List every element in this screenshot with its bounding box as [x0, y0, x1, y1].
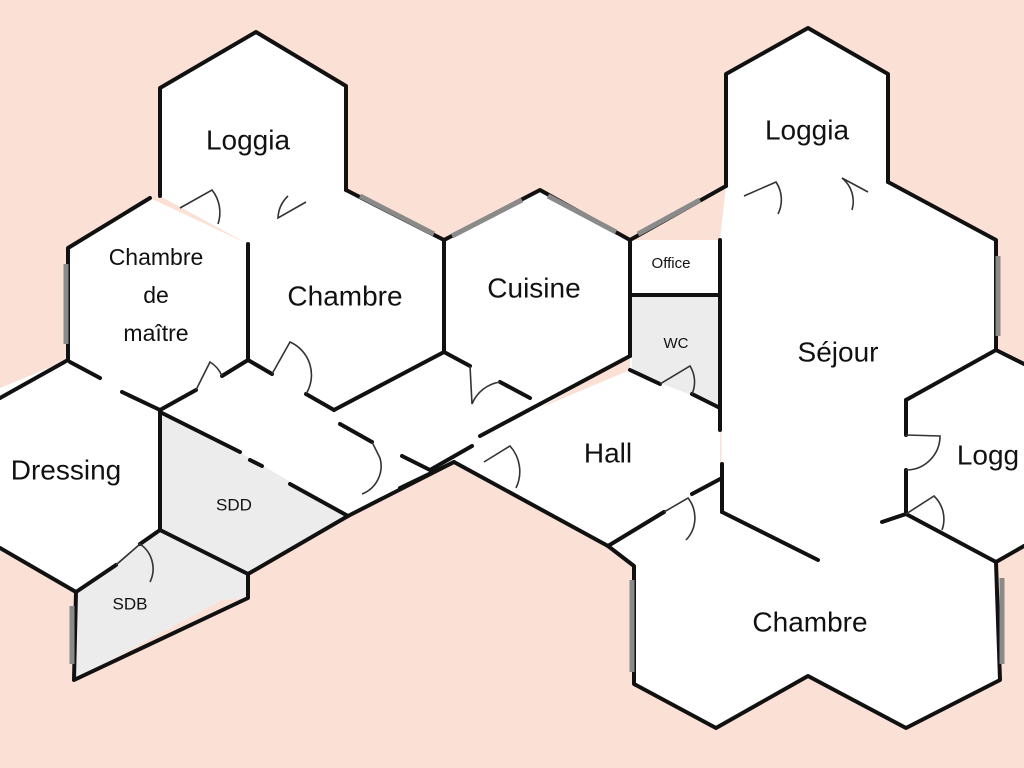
- door-loggia-side-b: [905, 494, 945, 531]
- wall-sdb-left: [138, 528, 162, 546]
- door-wc: [659, 364, 696, 395]
- wall-corridor-c: [158, 388, 198, 412]
- wall-corr-inner-b: [400, 454, 432, 472]
- door-loggia-right-b: [841, 177, 869, 211]
- cuisine-area: [444, 190, 630, 408]
- wall-hall-chambre-b: [690, 476, 724, 496]
- wall-corridor-h: [442, 350, 472, 368]
- label-loggia-right-side: Logg: [957, 439, 1019, 470]
- label-sejour: Séjour: [798, 336, 879, 367]
- door-sdb: [115, 542, 154, 583]
- wall-sdb-top: [74, 563, 118, 594]
- wall-corridor-i: [498, 380, 532, 400]
- dressing-area: [0, 360, 160, 592]
- label-cuisine: Cuisine: [487, 272, 580, 303]
- wall-loggia-side-inner: [904, 348, 998, 402]
- door-loggia-right-a: [743, 180, 783, 215]
- wall-corridor-f: [304, 392, 336, 412]
- label-office: Office: [652, 255, 691, 272]
- door-cuisine: [469, 365, 501, 405]
- wall-sejour-bottom-b: [880, 512, 908, 524]
- wall-loggia-left: [158, 30, 348, 198]
- label-hall: Hall: [584, 437, 632, 468]
- loggia-right-side-area: [906, 350, 1024, 562]
- wall-hall-chambre: [606, 510, 666, 548]
- walls: [0, 26, 1024, 730]
- door-sdd: [361, 441, 382, 495]
- chambre-bottom-area: [608, 478, 1000, 728]
- room-fills: [0, 28, 1024, 728]
- door-loggia-side-a: [905, 434, 941, 471]
- sejour-area: [720, 182, 996, 556]
- door-chambre-maitre: [195, 360, 223, 391]
- window-office: [636, 197, 702, 237]
- hall-area: [454, 408, 720, 546]
- wall-corridor-b: [120, 390, 162, 412]
- windows: [63, 193, 1005, 672]
- label-sdd: SDD: [216, 495, 252, 514]
- door-loggia-left-a: [179, 188, 221, 225]
- wall-corr-inner-c: [428, 444, 474, 472]
- door-hall: [483, 444, 521, 489]
- label-sdb: SDB: [113, 594, 148, 613]
- wall-wc-bottom: [628, 368, 662, 386]
- wall-corridor-j: [538, 354, 632, 406]
- door-hall-chambre: [663, 496, 696, 541]
- chambre-maitre-area: [68, 198, 248, 410]
- wall-loggia-side-bottom: [994, 544, 1024, 564]
- loggia-left-area: [160, 32, 346, 244]
- door-chambre-left: [271, 340, 313, 395]
- label-dressing: Dressing: [11, 454, 121, 485]
- wall-loggia-side: [994, 348, 1024, 366]
- wall-sdd-diag2: [248, 458, 264, 468]
- window-cuisine-a: [450, 197, 524, 239]
- wall-corr-inner-a: [338, 422, 374, 444]
- window-chambre-left: [358, 193, 436, 237]
- wall-hall-left: [478, 402, 542, 438]
- label-loggia-left: Loggia: [206, 124, 291, 155]
- label-chambre-maitre-line1: Chambre: [109, 244, 204, 270]
- wall-corridor-g: [332, 350, 446, 412]
- wall-corridor-d: [220, 358, 250, 378]
- wc-area: [632, 296, 720, 406]
- label-chambre-maitre-line3: maître: [123, 320, 188, 346]
- door-loggia-left-b: [277, 195, 307, 220]
- wall-dressing-outer: [0, 358, 70, 400]
- wall-corridor-a: [68, 360, 102, 380]
- wall-sdd-top: [158, 410, 242, 454]
- sdb-area: [74, 530, 248, 680]
- room-labels: Loggia Chambre de maître Chambre Cuisine…: [11, 114, 1019, 637]
- doors: [115, 177, 945, 583]
- wall-loggia-right-top: [724, 26, 890, 188]
- wall-sdd-diag: [288, 482, 350, 518]
- label-wc: WC: [664, 335, 689, 352]
- wall-dressing-bottom: [0, 514, 350, 682]
- label-chambre-maitre-line2: de: [143, 282, 169, 308]
- wall-hall-sdd: [398, 460, 456, 490]
- wall-corridor-e: [246, 358, 274, 376]
- wall-wc-bottom-b: [690, 392, 722, 410]
- label-chambre-left: Chambre: [287, 280, 402, 311]
- label-chambre-bottom: Chambre: [752, 606, 867, 637]
- chambre-left-area: [248, 190, 444, 410]
- wall-sdb-top-b: [158, 528, 250, 576]
- sdd-area: [160, 412, 348, 574]
- wall-sejour-bottom: [720, 510, 820, 562]
- label-loggia-right-top: Loggia: [765, 114, 850, 145]
- window-cuisine-b: [546, 193, 618, 235]
